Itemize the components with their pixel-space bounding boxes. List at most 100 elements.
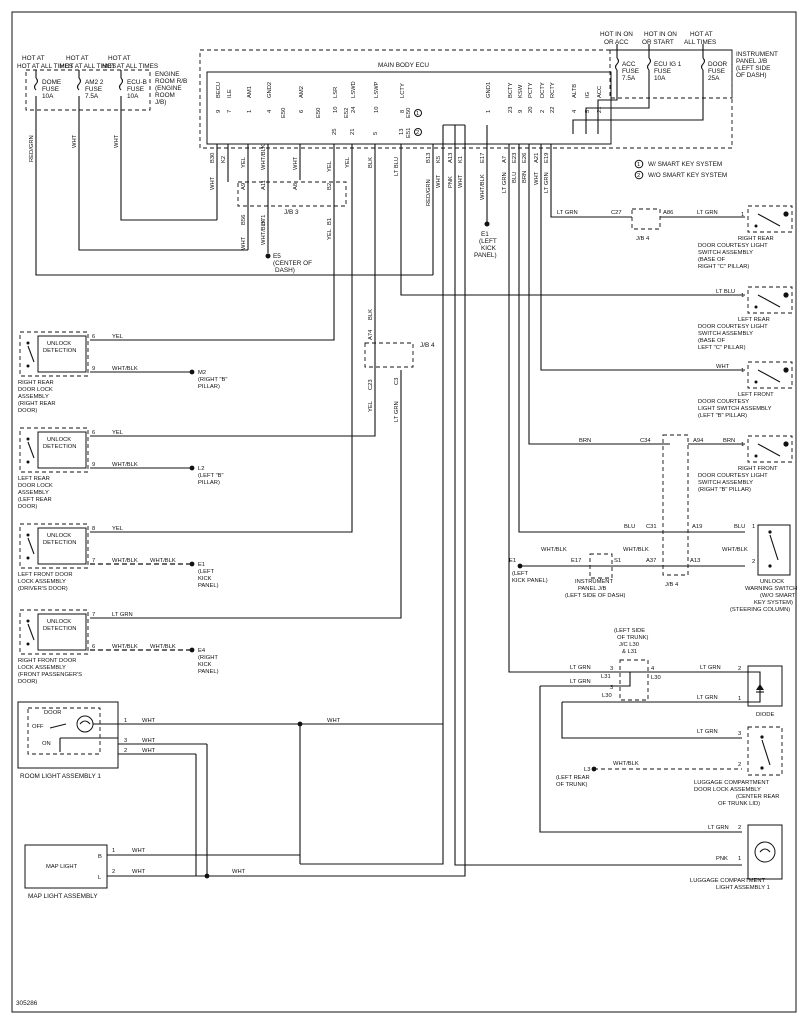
courtesy-pin: 1 bbox=[741, 442, 744, 448]
svg-text:YEL: YEL bbox=[327, 160, 333, 172]
svg-text:10A: 10A bbox=[654, 75, 666, 82]
svg-text:WHT/BLK: WHT/BLK bbox=[261, 144, 267, 170]
unlock-detection-box bbox=[37, 527, 87, 565]
ecu-pin-num: 1 bbox=[486, 110, 492, 113]
svg-text:ROOM R/B: ROOM R/B bbox=[155, 78, 187, 85]
svg-text:A86: A86 bbox=[663, 210, 673, 216]
door-lock-title: RIGHT FRONT DOOR bbox=[18, 658, 76, 664]
detection-label: DETECTION bbox=[43, 540, 77, 546]
door-lock-title: LEFT FRONT DOOR bbox=[18, 572, 73, 578]
svg-text:(STEERING COLUMN): (STEERING COLUMN) bbox=[730, 607, 790, 613]
courtesy-title: LEFT REAR bbox=[738, 317, 770, 323]
unlock-warning-box bbox=[757, 524, 791, 576]
ground-e1-icon bbox=[484, 221, 490, 227]
svg-text:(LEFT "B": (LEFT "B" bbox=[198, 473, 224, 479]
door-lock-title: (RIGHT REAR bbox=[18, 401, 56, 407]
pin-bot: 9 bbox=[92, 462, 95, 468]
svg-text:LT GRN: LT GRN bbox=[708, 825, 729, 831]
svg-text:7.5A: 7.5A bbox=[622, 75, 636, 82]
ecu-pin-num: 23 bbox=[508, 107, 514, 113]
ecu-connector-codes: E50 E50 E52 E50 E51 bbox=[281, 108, 412, 138]
door-lock-title: LOCK ASSEMBLY bbox=[18, 579, 66, 585]
svg-text:YEL: YEL bbox=[368, 400, 374, 412]
jb3-label: J/B 3 bbox=[284, 209, 299, 216]
svg-text:1: 1 bbox=[416, 111, 419, 117]
svg-text:2: 2 bbox=[738, 762, 741, 768]
svg-text:OF TRUNK): OF TRUNK) bbox=[617, 635, 649, 641]
unlock-warning-switch: BLU C31 A19 BLU 1 2 WHT/BLK E17 S1 WHT/B… bbox=[509, 524, 797, 613]
door-lock-box bbox=[19, 427, 89, 473]
svg-text:E50: E50 bbox=[406, 108, 412, 118]
ecu-pin-num: 10 bbox=[374, 107, 380, 113]
ecu-pin-name: AM1 bbox=[247, 86, 253, 98]
svg-text:A13: A13 bbox=[690, 558, 700, 564]
svg-text:DOME: DOME bbox=[42, 79, 61, 86]
svg-text:4: 4 bbox=[651, 666, 655, 672]
ecu-pin-num: 6 bbox=[299, 110, 305, 113]
svg-text:C3: C3 bbox=[394, 378, 400, 385]
svg-text:7.5A: 7.5A bbox=[85, 93, 99, 100]
door-lock-title: ASSEMBLY bbox=[18, 394, 49, 400]
ecu-pin-name: AM2 bbox=[299, 86, 305, 98]
svg-text:A9: A9 bbox=[241, 183, 247, 190]
courtesy-title: (BASE OF bbox=[698, 338, 726, 344]
top-wire: YEL bbox=[112, 334, 124, 340]
svg-text:DOOR: DOOR bbox=[44, 710, 61, 716]
ijb-small-box bbox=[589, 553, 613, 579]
svg-text:INSTRUMENT: INSTRUMENT bbox=[736, 51, 778, 58]
svg-text:FUSE: FUSE bbox=[85, 86, 102, 93]
svg-text:B: B bbox=[98, 854, 102, 860]
courtesy-title: SWITCH ASSEMBLY bbox=[698, 331, 753, 337]
power-r2b: OR START bbox=[642, 39, 674, 46]
switch-icon bbox=[27, 345, 35, 363]
courtesy-title: SWITCH ASSEMBLY bbox=[698, 480, 753, 486]
ecu-pin-num: 9 bbox=[518, 110, 524, 113]
svg-text:C34: C34 bbox=[640, 438, 651, 444]
main-wires bbox=[35, 96, 745, 877]
top-right-power-labels: HOT IN ON OR ACC HOT IN ON OR START HOT … bbox=[600, 31, 716, 46]
svg-text:WHT/BLK: WHT/BLK bbox=[623, 547, 649, 553]
jb4-box-rr bbox=[631, 208, 661, 230]
svg-text:FUSE: FUSE bbox=[708, 68, 725, 75]
svg-text:DOOR: DOOR bbox=[708, 61, 728, 68]
panel-fuses: ACC FUSE 7.5A ECU IG 1 FUSE 10A DOOR FUS… bbox=[614, 44, 728, 82]
switch-icon bbox=[27, 441, 35, 459]
fuse-word: FUSE bbox=[42, 86, 59, 93]
svg-text:LT GRN: LT GRN bbox=[697, 695, 718, 701]
svg-text:L31: L31 bbox=[601, 674, 611, 680]
svg-text:WHT/BLK: WHT/BLK bbox=[480, 174, 486, 200]
door-lock-box bbox=[19, 331, 89, 377]
svg-text:B56: B56 bbox=[241, 215, 247, 225]
svg-text:BRN: BRN bbox=[579, 438, 591, 444]
door-lock-title: LOCK ASSEMBLY bbox=[18, 665, 66, 671]
svg-text:10A: 10A bbox=[42, 93, 54, 100]
power-r2a: HOT IN ON bbox=[644, 31, 677, 38]
svg-text:LT BLU: LT BLU bbox=[394, 157, 400, 176]
trunk-door-lock: 3 2 LT GRN WHT/BLK L3 (LEFT REAR OF TRUN… bbox=[556, 726, 783, 807]
svg-text:WHT: WHT bbox=[293, 156, 299, 170]
svg-text:LIGHT ASSEMBLY 1: LIGHT ASSEMBLY 1 bbox=[716, 885, 770, 891]
svg-text:A19: A19 bbox=[692, 524, 702, 530]
svg-text:(RIGHT "B": (RIGHT "B" bbox=[198, 377, 227, 383]
svg-text:BRN: BRN bbox=[723, 438, 735, 444]
courtesy-switch-icon bbox=[757, 213, 781, 227]
svg-text:J/B 4: J/B 4 bbox=[636, 236, 650, 242]
svg-text:C27: C27 bbox=[611, 210, 622, 216]
svg-text:(LEFT SIDE: (LEFT SIDE bbox=[614, 628, 645, 634]
svg-text:L30: L30 bbox=[602, 693, 612, 699]
svg-text:L: L bbox=[98, 875, 102, 881]
svg-text:E50: E50 bbox=[281, 108, 287, 118]
svg-text:B30: B30 bbox=[210, 153, 216, 163]
svg-text:MAP LIGHT ASSEMBLY: MAP LIGHT ASSEMBLY bbox=[28, 893, 98, 900]
ecu-pin-name: ALTB bbox=[572, 84, 578, 98]
svg-text:2: 2 bbox=[124, 748, 127, 754]
room-light: DOOR OFF ON 1 3 2 WHT WHT WHT WHT ROOM L… bbox=[17, 701, 443, 876]
ground-name: L2 bbox=[198, 466, 204, 472]
svg-text:BLU: BLU bbox=[624, 524, 635, 530]
ecuig-fuse-icon bbox=[646, 57, 652, 71]
acc-feed bbox=[597, 70, 618, 134]
svg-text:A37: A37 bbox=[646, 558, 656, 564]
svg-text:A8: A8 bbox=[293, 183, 299, 190]
ecu-pin-name: GND1 bbox=[486, 82, 492, 98]
courtesy-switch-icon bbox=[757, 369, 781, 383]
